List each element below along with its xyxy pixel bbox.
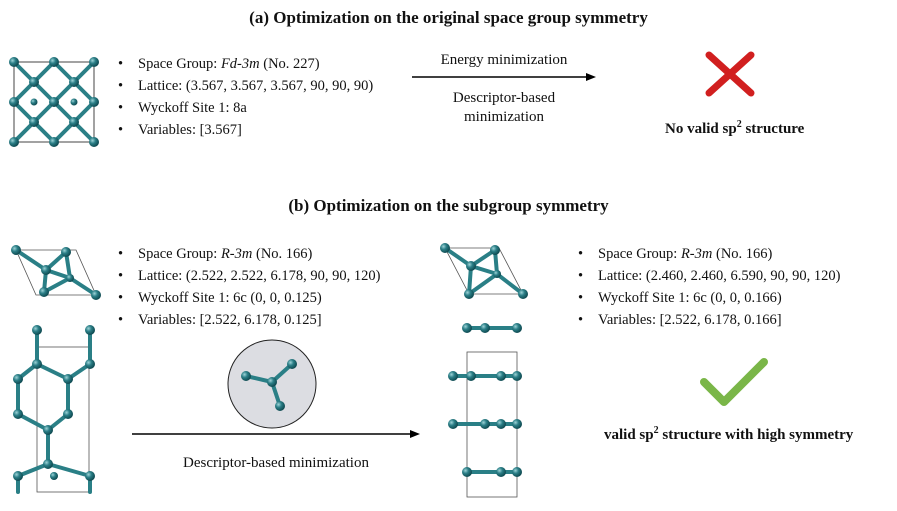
space-group-line: Space Group: Fd-3m (No. 227): [118, 53, 373, 75]
cross-icon: [705, 51, 755, 97]
descriptor-minimization-label: Descriptor-based minimization: [452, 90, 556, 125]
no-valid-structure-text: No valid sp2 structure: [665, 119, 805, 137]
optimized-structure-side-view: [448, 323, 522, 498]
panel-b-left-info-list: Space Group: R-3m (No. 166) Lattice: (2.…: [118, 243, 380, 331]
variables-line: Variables: [3.567]: [118, 119, 373, 141]
panel-a-info-list: Space Group: Fd-3m (No. 227) Lattice: (3…: [118, 53, 373, 141]
space-group-line: Space Group: R-3m (No. 166): [578, 243, 840, 265]
panel-a-title: (a) Optimization on the original space g…: [249, 8, 648, 27]
energy-minimization-label: Energy minimization: [440, 52, 568, 68]
panel-b-title: (b) Optimization on the subgroup symmetr…: [288, 196, 609, 215]
initial-structure-side-view: [13, 325, 95, 494]
panel-b-right-info-list: Space Group: R-3m (No. 166) Lattice: (2.…: [578, 243, 840, 331]
optimized-structure-top-view: [440, 243, 528, 299]
descriptor-based-minimization-label: Descriptor-based minimization: [183, 455, 369, 471]
initial-structure-top-view: [11, 245, 101, 300]
wyckoff-line: Wyckoff Site 1: 8a: [118, 97, 373, 119]
check-icon: [700, 358, 768, 406]
descriptor-environment-image: [227, 339, 317, 429]
valid-structure-text: valid sp2 structure with high symmetry: [604, 425, 854, 443]
space-group-line: Space Group: R-3m (No. 166): [118, 243, 380, 265]
lattice-line: Lattice: (2.522, 2.522, 6.178, 90, 90, 1…: [118, 265, 380, 287]
wyckoff-line: Wyckoff Site 1: 6c (0, 0, 0.166): [578, 287, 840, 309]
diamond-structure-image: [9, 57, 99, 147]
variables-line: Variables: [2.522, 6.178, 0.125]: [118, 309, 380, 331]
lattice-line: Lattice: (2.460, 2.460, 6.590, 90, 90, 1…: [578, 265, 840, 287]
panel-b-arrow: [132, 430, 420, 438]
panel-a-arrow: [412, 73, 596, 81]
wyckoff-line: Wyckoff Site 1: 6c (0, 0, 0.125): [118, 287, 380, 309]
lattice-line: Lattice: (3.567, 3.567, 3.567, 90, 90, 9…: [118, 75, 373, 97]
variables-line: Variables: [2.522, 6.178, 0.166]: [578, 309, 840, 331]
